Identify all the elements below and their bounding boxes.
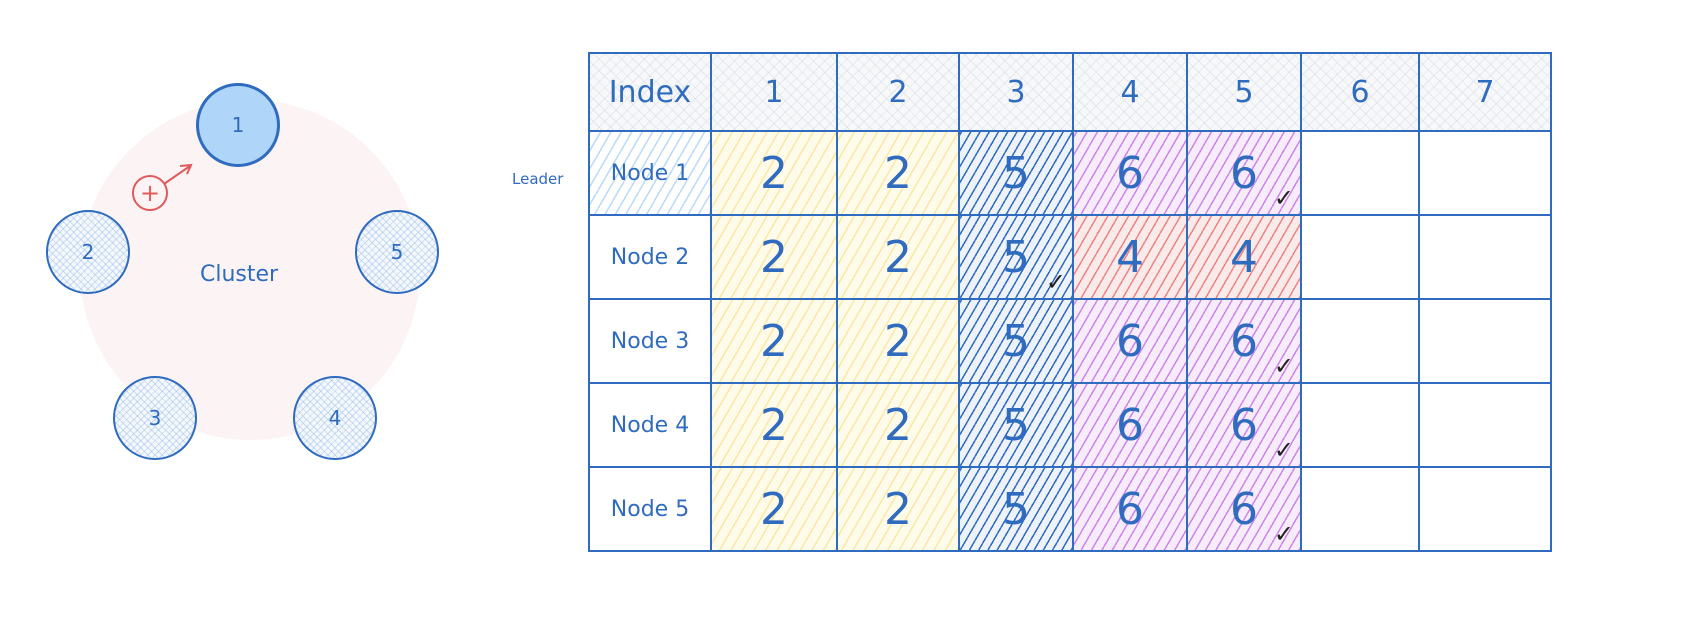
log-entry-cell: 5 <box>958 466 1074 552</box>
log-entry-cell <box>1300 130 1420 216</box>
log-entry-cell: 2 <box>710 130 838 216</box>
node-2[interactable]: 2 <box>46 210 130 294</box>
entry-term: 2 <box>884 399 912 451</box>
index-header-7: 7 <box>1418 52 1552 132</box>
entry-term: 2 <box>884 147 912 199</box>
index-header-5: 5 <box>1186 52 1302 132</box>
entry-term: 6 <box>1230 315 1258 367</box>
row-label: Node 2 <box>588 214 712 300</box>
log-entry-cell: 2 <box>836 130 960 216</box>
cluster-label: Cluster <box>200 262 279 287</box>
log-entry-cell: 6 <box>1072 466 1188 552</box>
log-entry-cell: 2 <box>710 382 838 468</box>
arrow-icon <box>163 163 193 185</box>
entry-term: 2 <box>760 147 788 199</box>
log-entry-cell: 2 <box>710 298 838 384</box>
entry-term: 2 <box>760 399 788 451</box>
entry-term: 2 <box>760 315 788 367</box>
entry-term: 5 <box>1002 399 1030 451</box>
log-entry-cell: 2 <box>710 466 838 552</box>
log-entry-cell: 6✓ <box>1186 298 1302 384</box>
log-entry-cell: 6✓ <box>1186 382 1302 468</box>
index-header-3: 3 <box>958 52 1074 132</box>
log-entry-cell: 2 <box>836 298 960 384</box>
entry-term: 4 <box>1230 231 1258 283</box>
index-header-1: 1 <box>710 52 838 132</box>
log-entry-cell: 4 <box>1186 214 1302 300</box>
log-entry-cell <box>1418 382 1552 468</box>
log-entry-cell: 5✓ <box>958 214 1074 300</box>
log-entry-cell: 6✓ <box>1186 466 1302 552</box>
log-entry-cell: 2 <box>836 214 960 300</box>
entry-term: 2 <box>884 231 912 283</box>
log-entry-cell: 2 <box>836 382 960 468</box>
log-entry-cell: 2 <box>836 466 960 552</box>
check-icon: ✓ <box>1273 520 1294 548</box>
log-entry-cell <box>1300 214 1420 300</box>
entry-term: 6 <box>1230 483 1258 535</box>
entry-term: 6 <box>1116 147 1144 199</box>
index-header-2: 2 <box>836 52 960 132</box>
plus-circle-icon: + <box>132 175 168 211</box>
log-entry-cell: 6 <box>1072 130 1188 216</box>
node-1-leader[interactable]: 1 <box>196 83 280 167</box>
index-header-4: 4 <box>1072 52 1188 132</box>
row-label: Node 5 <box>588 466 712 552</box>
entry-term: 2 <box>884 483 912 535</box>
log-entry-cell <box>1300 382 1420 468</box>
log-entry-cell <box>1418 214 1552 300</box>
node-3[interactable]: 3 <box>113 376 197 460</box>
node-5[interactable]: 5 <box>355 210 439 294</box>
entry-term: 6 <box>1116 399 1144 451</box>
log-entry-cell <box>1300 298 1420 384</box>
log-entry-cell: 4 <box>1072 214 1188 300</box>
index-header-label: Index <box>588 52 712 132</box>
log-entry-cell: 6 <box>1072 382 1188 468</box>
log-entry-cell: 2 <box>710 214 838 300</box>
entry-term: 2 <box>760 231 788 283</box>
log-entry-cell: 5 <box>958 382 1074 468</box>
log-entry-cell: 6 <box>1072 298 1188 384</box>
entry-term: 4 <box>1116 231 1144 283</box>
row-label: Node 4 <box>588 382 712 468</box>
entry-term: 6 <box>1230 399 1258 451</box>
check-icon: ✓ <box>1273 352 1294 380</box>
log-entry-cell <box>1418 130 1552 216</box>
log-entry-cell: 5 <box>958 298 1074 384</box>
leader-tag: Leader <box>512 170 564 188</box>
entry-term: 5 <box>1002 147 1030 199</box>
entry-term: 6 <box>1230 147 1258 199</box>
check-icon: ✓ <box>1273 436 1294 464</box>
log-entry-cell: 6✓ <box>1186 130 1302 216</box>
entry-term: 6 <box>1116 483 1144 535</box>
entry-term: 2 <box>760 483 788 535</box>
entry-term: 6 <box>1116 315 1144 367</box>
log-entry-cell: 5 <box>958 130 1074 216</box>
row-label: Node 3 <box>588 298 712 384</box>
log-entry-cell <box>1418 298 1552 384</box>
log-entry-cell <box>1418 466 1552 552</box>
entry-term: 5 <box>1002 231 1030 283</box>
check-icon: ✓ <box>1045 268 1066 296</box>
entry-term: 5 <box>1002 483 1030 535</box>
index-header-6: 6 <box>1300 52 1420 132</box>
entry-term: 2 <box>884 315 912 367</box>
row-label: Node 1 <box>588 130 712 216</box>
entry-term: 5 <box>1002 315 1030 367</box>
check-icon: ✓ <box>1273 184 1294 212</box>
log-entry-cell <box>1300 466 1420 552</box>
node-4[interactable]: 4 <box>293 376 377 460</box>
